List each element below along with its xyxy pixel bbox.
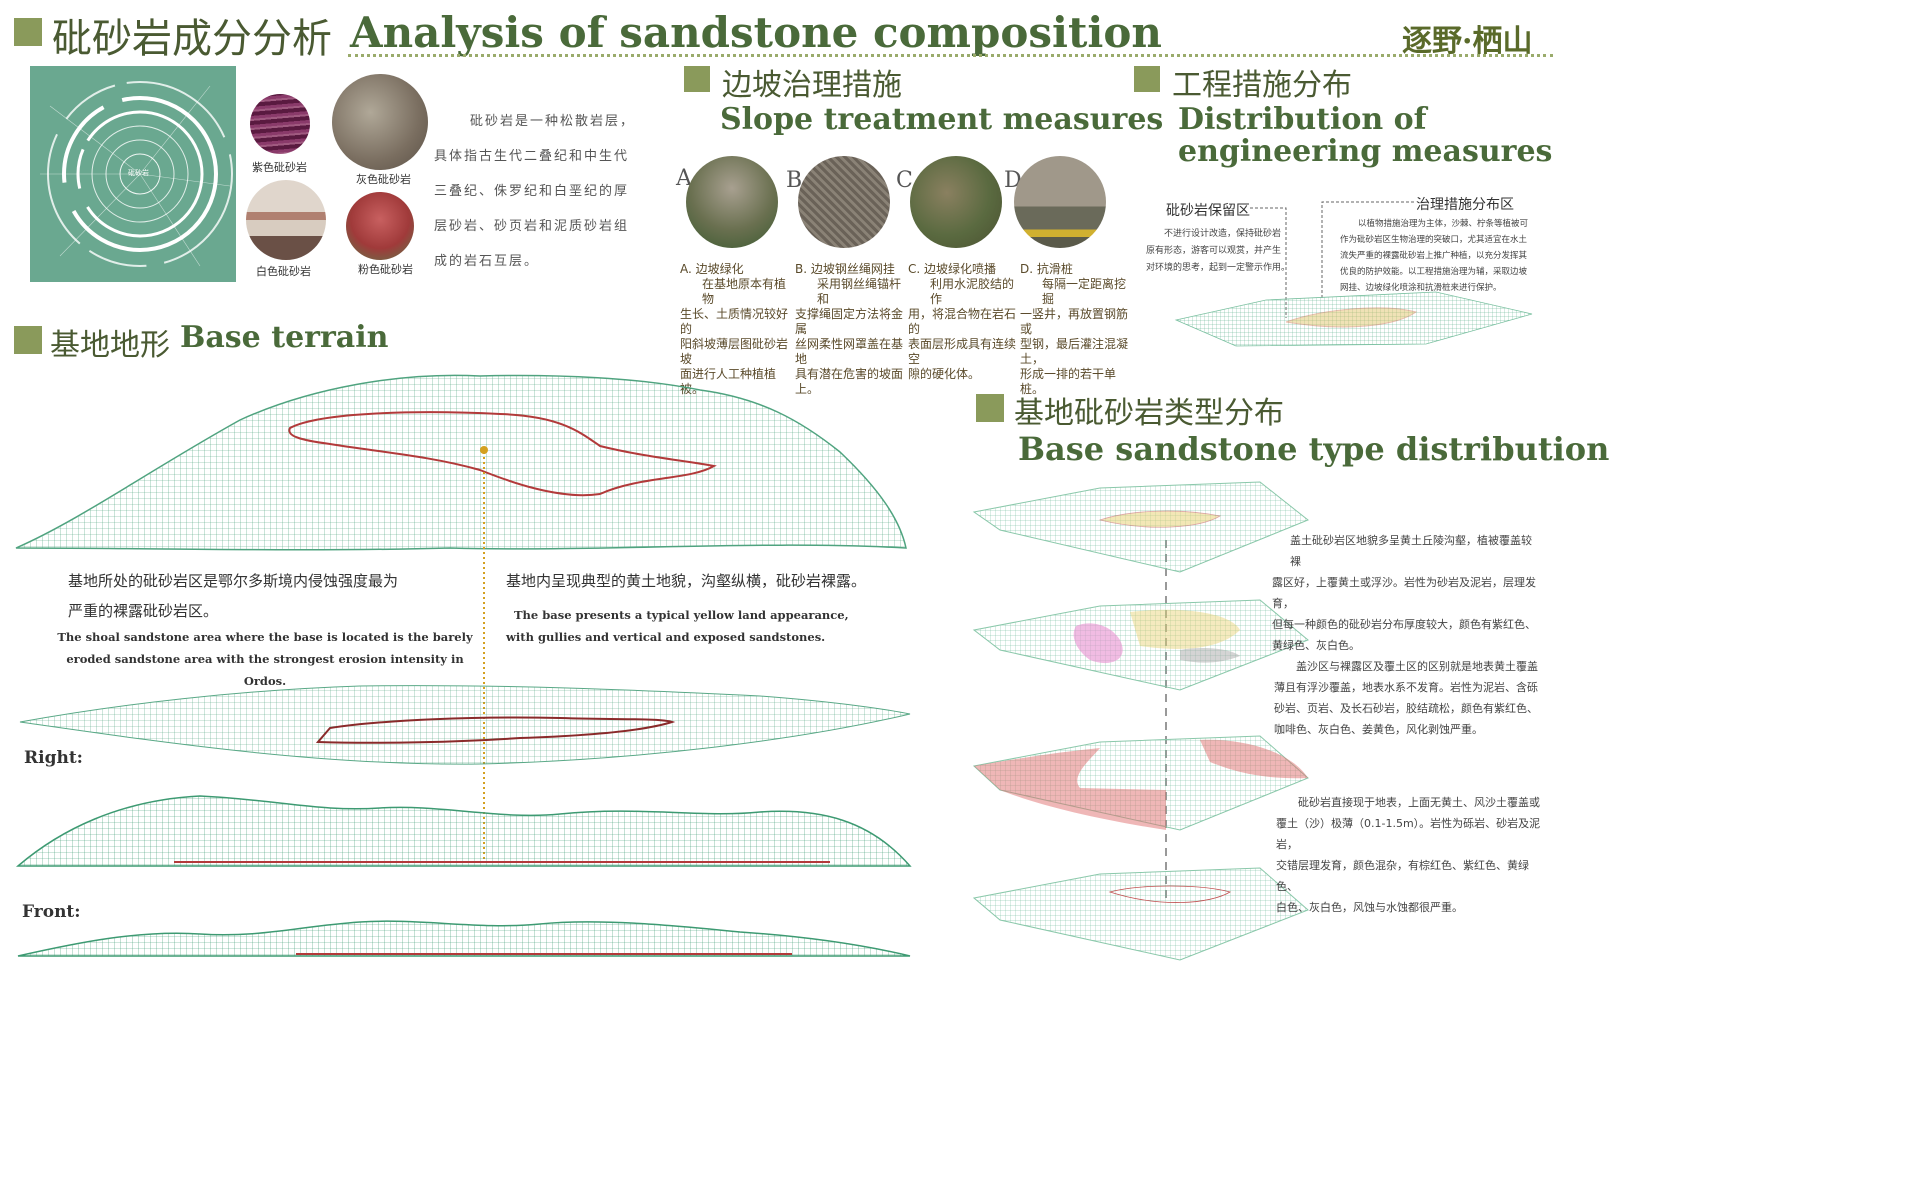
radial-center-label: 砒砂岩 [128,169,149,177]
engineering-title-en-2: engineering measures [1178,134,1553,169]
brand-logo: 逐野·栖山 [1402,24,1533,59]
header-divider [348,54,1553,57]
engineering-label-left: 砒砂岩保留区 [1166,203,1250,219]
engineering-marker [1134,66,1160,92]
slope-caption-a: A. 边坡绿化 在基地原本有植物 生长、土质情况较好的 阳斜坡薄层图砒砂岩坡 面… [680,262,789,396]
composition-description: 砒砂岩是一种松散岩层， 具体指古生代二叠纪和中生代 三叠纪、侏罗纪和白垩纪的厚 … [434,114,636,269]
slope-letter-a: A [676,166,692,191]
rock-sample-pink [346,192,414,260]
slope-photo-c [910,156,1002,248]
distribution-title-en: Base sandstone type distribution [1018,430,1610,468]
slope-letter-c: C [896,168,913,193]
engineering-title-en-1: Distribution of [1178,102,1427,137]
terrain-title-cn: 基地地形 [50,328,170,363]
terrain-marker [14,326,42,354]
distribution-text-1: 盖土砒砂岩区地貌多呈黄土丘陵沟壑，植被覆盖较裸 露区好，上覆黄土或浮沙。岩性为砂… [1272,534,1536,652]
rock-sample-purple [250,94,310,154]
slope-photo-a [686,156,778,248]
terrain-right-label: Right: [24,748,83,768]
rock-sample-grey [332,74,428,170]
terrain-front-label: Front: [22,902,81,922]
rock-label-white: 白色砒砂岩 [256,265,311,278]
slope-title-en: Slope treatment measures [720,102,1164,137]
slope-photo-b [798,156,890,248]
distribution-text-3: 砒砂岩直接现于地表，上面无黄土、风沙土覆盖或 覆土（沙）极薄（0.1-1.5m）… [1276,796,1541,914]
terrain-text-en-left: The shoal sandstone area where the base … [57,630,473,688]
rock-label-purple: 紫色砒砂岩 [252,161,307,174]
composition-radial-panel: 砒砂岩 [30,66,236,282]
terrain-text-en-right: The base presents a typical yellow land … [506,608,849,644]
terrain-title-en: Base terrain [180,320,389,355]
title-marker [14,18,42,46]
rock-label-pink: 粉色砒砂岩 [358,263,413,276]
rock-sample-white [246,180,326,260]
distribution-title-cn: 基地砒砂岩类型分布 [1014,396,1284,431]
slope-title-cn: 边坡治理措施 [722,68,902,103]
slope-caption-d: D. 抗滑桩 每隔一定距离挖掘 一竖井，再放置钢筋或 型钢，最后灌注混凝土， 形… [1020,262,1129,396]
engineering-terrain-map [1174,291,1533,347]
page-title-cn: 砒砂岩成分分析 [52,16,332,62]
terrain-text-cn-right: 基地内呈现典型的黄土地貌，沟壑纵横，砒砂岩裸露。 [506,572,867,590]
engineering-title-cn: 工程措施分布 [1172,68,1352,103]
rock-label-grey: 灰色砒砂岩 [356,173,411,186]
terrain-text-cn-left: 基地所处的砒砂岩区是鄂尔多斯境内侵蚀强度最为 严重的裸露砒砂岩区。 [68,572,399,620]
slope-letter-b: B [786,168,803,193]
slope-marker [684,66,710,92]
distribution-text-2: 盖沙区与裸露区及覆土区的区别就是地表黄土覆盖 薄且有浮沙覆盖，地表水系不发育。岩… [1274,660,1538,736]
engineering-text-right: 以植物措施治理为主体，沙棘、柠条等植被可 作为砒砂岩区生物治理的突破口，尤其适宜… [1340,219,1529,293]
distribution-marker [976,394,1004,422]
engineering-label-right: 治理措施分布区 [1416,197,1514,213]
slope-caption-c: C. 边坡绿化喷播 利用水泥胶结的作 用，将混合物在岩石的 表面层形成具有连续空… [908,262,1017,381]
slope-photo-d [1014,156,1106,248]
page-title-en: Analysis of sandstone composition [350,8,1162,57]
engineering-text-left: 不进行设计改造，保持砒砂岩 原有形态，游客可以观赏，并产生 对环境的思考，起到一… [1146,229,1291,273]
radial-diagram [40,81,233,267]
slope-caption-b: B. 边坡钢丝绳网挂 采用钢丝绳锚杆和 支撑绳固定方法将金属 丝网柔性网罩盖在基… [795,262,904,396]
